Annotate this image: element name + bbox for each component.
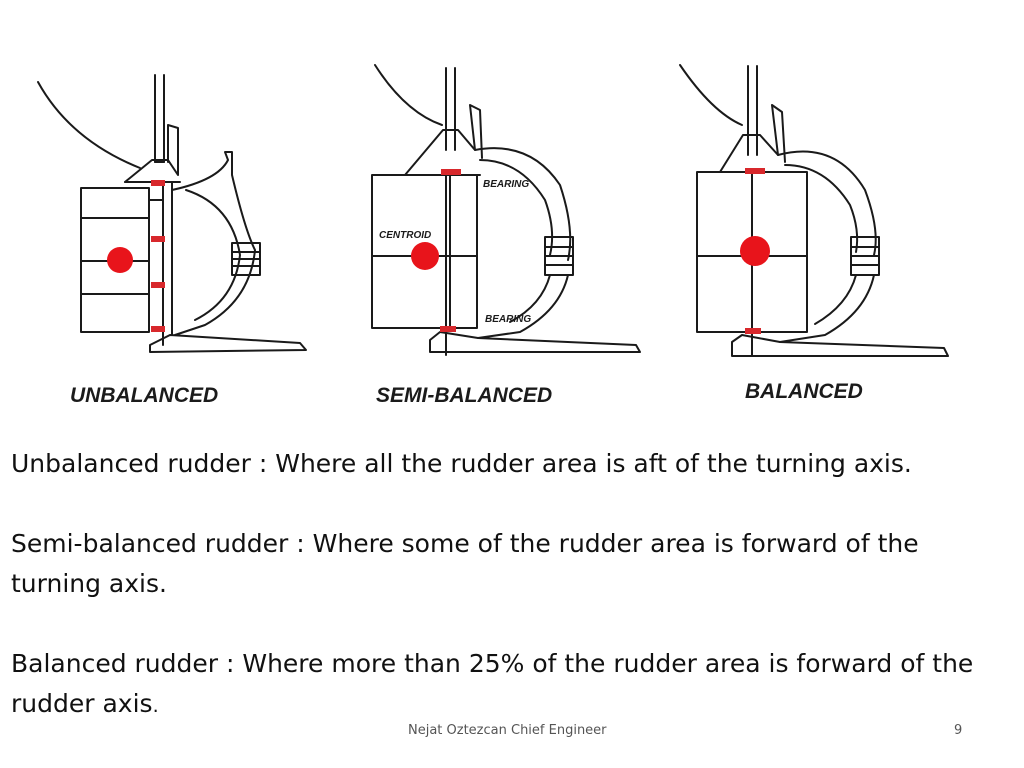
centroid-dot-icon <box>107 247 133 273</box>
page-number: 9 <box>954 723 963 738</box>
semi-balanced-label: SEMI-BALANCED <box>376 384 552 407</box>
bearing-mark-icon <box>151 168 765 334</box>
definition-unbalanced: Unbalanced rudder : Where all the rudder… <box>11 444 1016 484</box>
centroid-dot-icon <box>411 242 439 270</box>
unbalanced-label: UNBALANCED <box>70 384 218 407</box>
bearing-label-bottom: BEARING <box>485 314 531 325</box>
definition-unbalanced-text: Unbalanced rudder : Where all the rudder… <box>11 449 912 478</box>
balanced-label: BALANCED <box>745 380 863 403</box>
bearing-label-top: BEARING <box>483 179 529 190</box>
definition-semi-balanced: Semi-balanced rudder : Where some of the… <box>11 524 1016 604</box>
rudder-types-diagram: BEARING CENTROID BEARING UNBALANCED SEMI… <box>37 64 949 407</box>
rudder-definitions: Unbalanced rudder : Where all the rudder… <box>11 444 1016 726</box>
footer-author: Nejat Oztezcan Chief Engineer <box>408 723 607 738</box>
definition-balanced: Balanced rudder : Where more than 25% of… <box>11 644 1016 726</box>
semi-balanced-rudder-figure <box>371 64 641 356</box>
definition-balanced-period: . <box>152 695 159 717</box>
definition-balanced-text: Balanced rudder : Where more than 25% of… <box>11 649 974 718</box>
balanced-rudder-figure <box>679 64 949 357</box>
definition-semi-balanced-text: Semi-balanced rudder : Where some of the… <box>11 529 919 598</box>
unbalanced-rudder-figure <box>37 74 307 353</box>
centroid-dot-icon <box>740 236 770 266</box>
centroid-label: CENTROID <box>379 230 431 241</box>
